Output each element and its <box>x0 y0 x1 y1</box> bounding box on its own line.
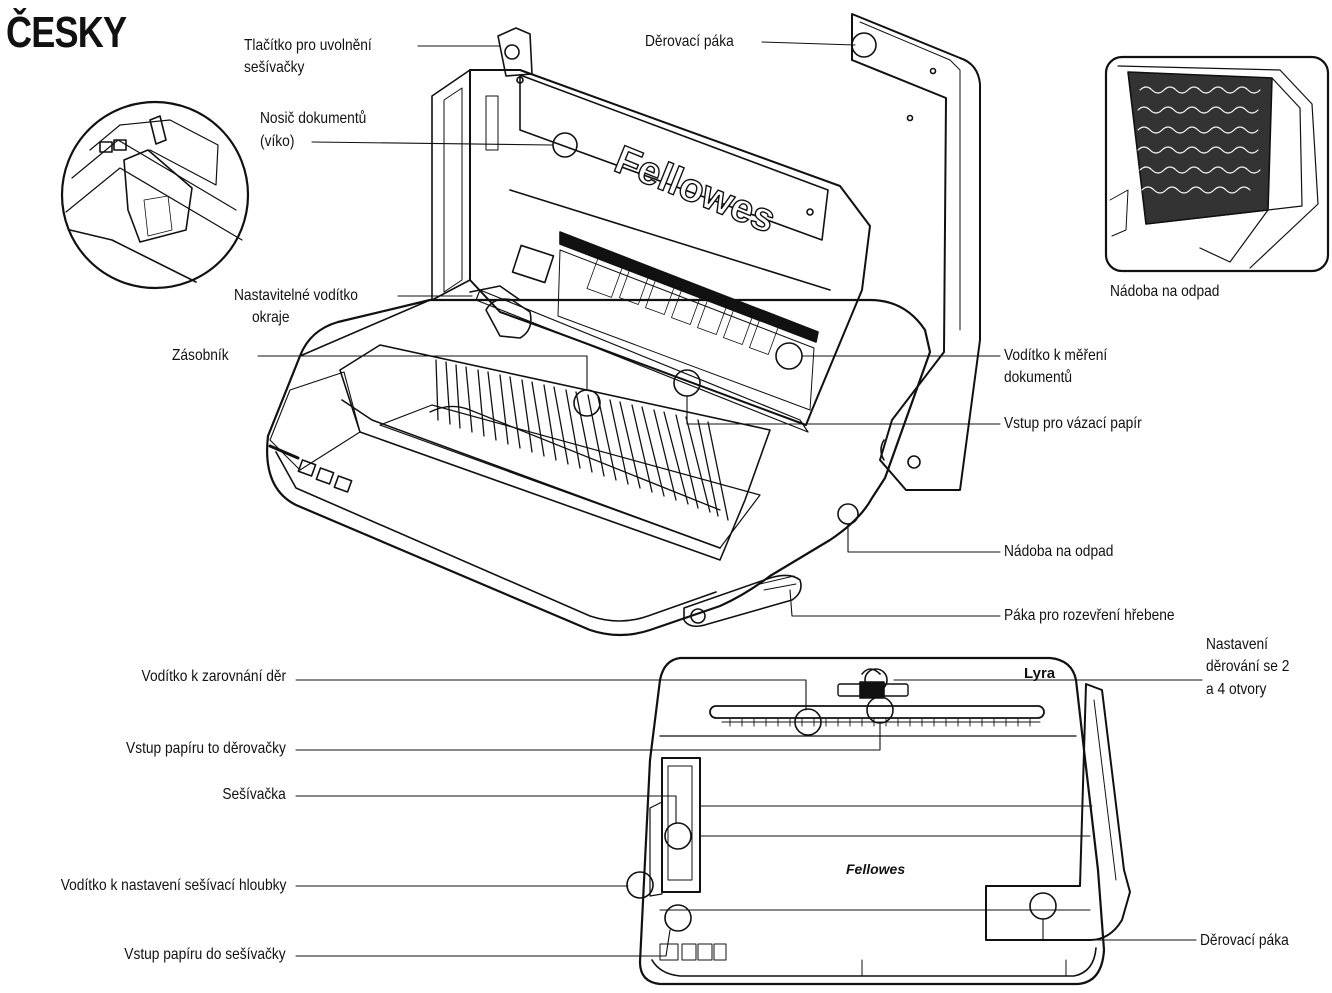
label-tray: Zásobník <box>172 347 229 364</box>
label-staple-release-button-1: Tlačítko pro uvolnění <box>244 37 372 54</box>
label-staple-release-button-2: sešívačky <box>244 59 305 76</box>
stapler-release-detail <box>60 100 250 290</box>
label-comb-opening-lever: Páka pro rozevření hřebene <box>1004 607 1175 624</box>
label-document-carrier-2: (víko) <box>260 133 295 150</box>
model-name: Lyra <box>1024 665 1056 682</box>
label-document-measure-1: Vodítko k měření <box>1004 347 1108 364</box>
label-staple-depth-guide: Vodítko k nastavení sešívací hloubky <box>60 877 286 894</box>
brand-wordmark-large: Fellowes <box>609 138 782 242</box>
brand-wordmark-small: Fellowes <box>846 861 905 877</box>
label-waste-bin: Nádoba na odpad <box>1004 543 1114 560</box>
label-punch-setting-3: a 4 otvory <box>1206 681 1267 698</box>
language-heading: ČESKY <box>6 8 127 57</box>
label-punch-lever-bottom: Děrovací páka <box>1200 932 1289 949</box>
label-punch-lever-top: Děrovací páka <box>645 33 734 50</box>
leader-lines <box>257 41 1203 957</box>
label-waste-bin-inset: Nádoba na odpad <box>1110 283 1220 300</box>
label-stapler: Sešívačka <box>222 786 286 803</box>
callout-markers <box>573 342 1057 932</box>
label-punch-setting-1: Nastavení <box>1206 636 1268 653</box>
label-document-measure-2: dokumentů <box>1004 369 1073 386</box>
binding-machine-top-view <box>638 656 1131 986</box>
waste-bin-detail <box>1104 55 1330 273</box>
label-punch-paper-entry: Vstup papíru to děrovačky <box>126 740 286 757</box>
label-binding-paper-entry: Vstup pro vázací papír <box>1004 415 1142 432</box>
label-stapler-paper-entry: Vstup papíru do sešívačky <box>124 946 286 963</box>
label-edge-guide-2: okraje <box>252 309 290 326</box>
label-edge-guide-1: Nastavitelné vodítko <box>234 287 358 304</box>
comb-fingers <box>429 359 729 521</box>
label-document-carrier-1: Nosič dokumentů <box>260 110 367 127</box>
label-punch-setting-2: děrování se 2 <box>1206 658 1290 675</box>
label-hole-alignment-guide: Vodítko k zarovnání děr <box>141 668 286 685</box>
binding-machine-perspective <box>266 13 981 637</box>
